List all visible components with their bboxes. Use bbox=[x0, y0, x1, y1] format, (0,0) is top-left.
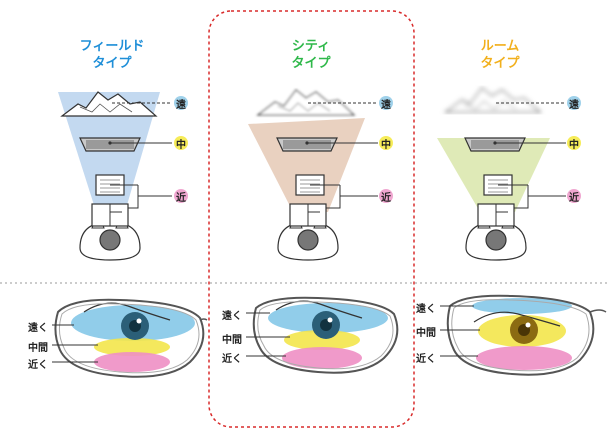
room-lens-far-label: 遠く bbox=[416, 304, 436, 315]
mid-badge bbox=[174, 136, 188, 150]
field-near-badge-text: 近 bbox=[176, 193, 186, 204]
room-mid-badge-text: 中 bbox=[569, 140, 579, 151]
room-lens-mid-label: 中間 bbox=[416, 328, 436, 339]
person-reading-icon bbox=[465, 203, 527, 261]
far-badge bbox=[567, 96, 581, 110]
room-lens-near-label: 近く bbox=[416, 354, 436, 365]
field-mid-badge-text: 中 bbox=[176, 140, 186, 151]
city-title-line2: タイプ bbox=[291, 56, 331, 71]
near-zone bbox=[282, 347, 362, 369]
field-lens bbox=[54, 298, 208, 378]
mid-badge bbox=[567, 136, 581, 150]
near-zone bbox=[476, 346, 572, 370]
city-vision-cone bbox=[248, 118, 365, 212]
near-badge bbox=[379, 189, 393, 203]
room-title-line2: タイプ bbox=[480, 56, 520, 71]
room-title-line1: ルーム bbox=[480, 39, 520, 54]
far-zone bbox=[472, 298, 572, 314]
city-lens bbox=[252, 296, 399, 374]
city-mid-badge-text: 中 bbox=[381, 140, 391, 151]
field-lens-mid-label: 中間 bbox=[28, 343, 48, 354]
city-type-title: シティ タイプ bbox=[256, 38, 366, 72]
city-panel bbox=[246, 89, 399, 374]
far-badge bbox=[174, 96, 188, 110]
room-far-badge-text: 遠 bbox=[569, 100, 579, 111]
city-lens-far-label: 遠く bbox=[222, 311, 242, 322]
field-far-badge-text: 遠 bbox=[176, 100, 186, 111]
person-reading-icon bbox=[79, 203, 141, 261]
city-highlight-border bbox=[208, 10, 415, 428]
near-badge bbox=[174, 189, 188, 203]
field-title-line1: フィールド bbox=[79, 39, 145, 54]
city-far-badge-text: 遠 bbox=[381, 100, 391, 111]
near-zone bbox=[94, 352, 170, 372]
city-lens-mid-label: 中間 bbox=[222, 335, 242, 346]
city-title-line1: シティ bbox=[291, 39, 331, 54]
field-lens-near-label: 近く bbox=[28, 360, 48, 371]
room-near-badge-text: 近 bbox=[569, 193, 579, 204]
mountain-icon bbox=[60, 91, 158, 117]
mid-zone bbox=[94, 338, 170, 356]
person-reading-icon bbox=[277, 203, 339, 261]
far-badge bbox=[379, 96, 393, 110]
mid-zone bbox=[284, 330, 360, 350]
field-lens-far-label: 遠く bbox=[28, 323, 48, 334]
mountain-icon bbox=[443, 87, 542, 113]
room-panel bbox=[437, 87, 607, 376]
field-panel bbox=[52, 91, 208, 378]
room-lens bbox=[446, 294, 607, 376]
room-type-title: ルーム タイプ bbox=[445, 38, 555, 72]
field-type-title: フィールド タイプ bbox=[57, 38, 167, 72]
city-lens-near-label: 近く bbox=[222, 354, 242, 365]
mountain-icon bbox=[256, 89, 356, 116]
near-badge bbox=[567, 189, 581, 203]
city-near-badge-text: 近 bbox=[381, 193, 391, 204]
mid-badge bbox=[379, 136, 393, 150]
field-title-line2: タイプ bbox=[92, 56, 132, 71]
